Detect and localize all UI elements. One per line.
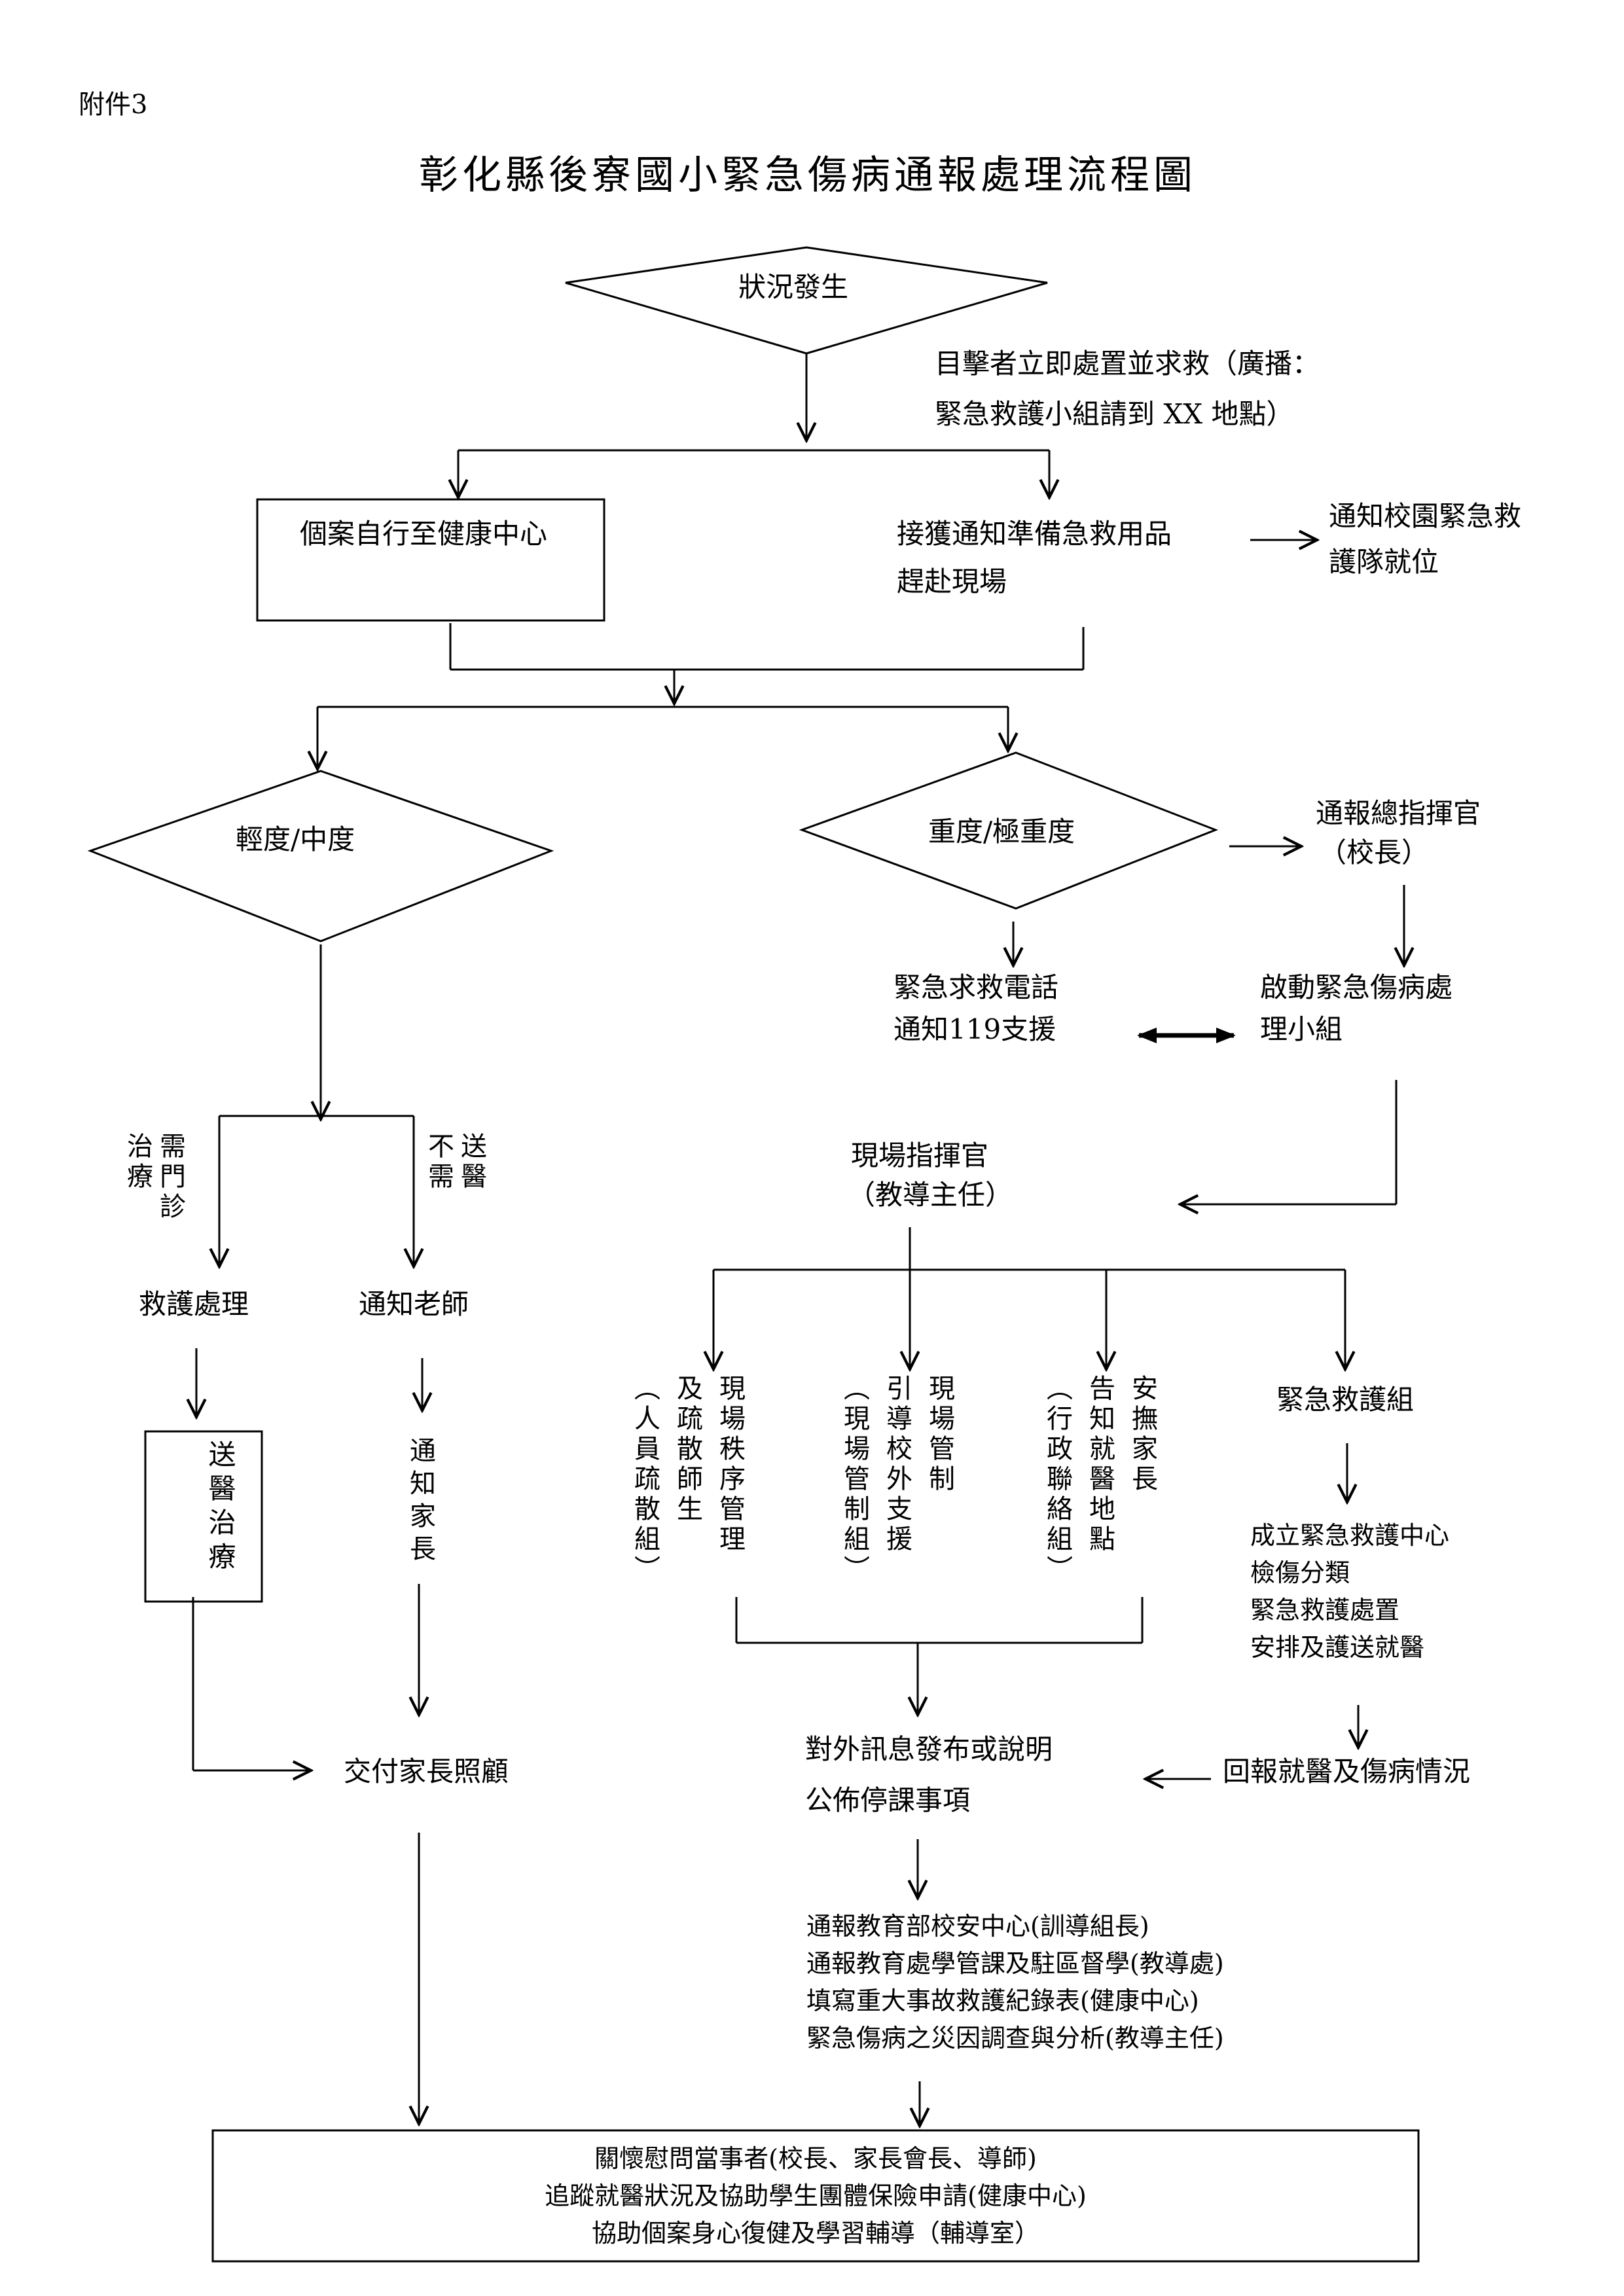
activate-line2: 理小組 (1260, 1013, 1343, 1045)
prepare-text-line2: 趕赴現場 (897, 565, 1007, 598)
group3-col1: 安撫家長 (1127, 1374, 1157, 1495)
first-aid-label: 救護處理 (139, 1288, 249, 1320)
send-hospital-label: 送醫治療 (204, 1440, 236, 1576)
group2-col3: ︵現場管制組︶ (839, 1374, 869, 1585)
followup-text: 關懷慰問當事者(校長、家長會長、導師) 追蹤就醫狀況及協助學生團體保險申請(健康… (545, 2144, 1087, 2248)
self-to-health-box (256, 498, 605, 622)
announce-line2: 公佈停課事項 (805, 1784, 971, 1816)
site-commander-line1: 現場指揮官 (851, 1139, 989, 1172)
reports-list: 通報教育部校安中心(訓導組長) 通報教育處學管課及駐區督學(教導處) 填寫重大事… (806, 1912, 1224, 2053)
witness-text-line2: 緊急救護小組請到 XX 地點） (935, 398, 1294, 430)
severe-label: 重度/極重度 (928, 816, 1075, 848)
notify-team-line2: 護隊就位 (1329, 546, 1439, 578)
group2-col1: 現場管制 (924, 1374, 954, 1495)
prepare-text-line1: 接獲通知準備急救用品 (897, 518, 1172, 550)
notify-team-line1: 通知校園緊急救 (1329, 500, 1522, 532)
start-label: 狀況發生 (738, 271, 849, 303)
commander-line2: （校長） (1319, 836, 1430, 869)
severe-diamond (799, 751, 1219, 910)
group3-col2: 告知就醫地點 (1085, 1374, 1115, 1555)
site-commander-line2: （教導主任） (848, 1179, 1013, 1211)
notify-parent-label: 通知家長 (405, 1437, 435, 1568)
no-hospital-col1: 不需 (424, 1132, 454, 1193)
activate-line1: 啟動緊急傷病處 (1260, 971, 1453, 1003)
group1-col3: ︵人員疏散組︶ (630, 1374, 660, 1585)
group1-col2: 及疏散師生 (672, 1374, 702, 1525)
no-hospital-col2: 送醫 (456, 1132, 486, 1193)
need-clinic-col2: 需門診 (155, 1132, 185, 1223)
mild-diamond (87, 770, 554, 942)
need-clinic-col1: 治療 (122, 1132, 153, 1193)
hand-over-label: 交付家長照顧 (344, 1755, 509, 1787)
witness-text-line1: 目擊者立即處置並求救（廣播： (935, 348, 1320, 380)
call-119-line1: 緊急求救電話 (893, 971, 1059, 1003)
rescue-tasks: 成立緊急救護中心 檢傷分類 緊急救護處置 安排及護送就醫 (1250, 1521, 1450, 1662)
followup-box (211, 2129, 1420, 2263)
rescue-group-label: 緊急救護組 (1276, 1384, 1415, 1416)
send-hospital-box (144, 1430, 263, 1603)
mild-label: 輕度/中度 (236, 823, 355, 855)
announce-line1: 對外訊息發布或說明 (805, 1733, 1053, 1765)
call-119-line2: 通知119支援 (893, 1013, 1056, 1045)
group2-col2: 引導校外支援 (882, 1374, 912, 1555)
commander-line1: 通報總指揮官 (1316, 797, 1481, 829)
group1-col1: 現場秩序管理 (715, 1374, 745, 1555)
attachment-label: 附件3 (79, 90, 148, 120)
group3-col3: ︵行政聯絡組︶ (1042, 1374, 1072, 1585)
notify-teacher-label: 通知老師 (359, 1288, 469, 1320)
page-title: 彰化縣後寮國小緊急傷病通報處理流程圖 (419, 152, 1197, 198)
self-to-health-label: 個案自行至健康中心 (300, 518, 548, 550)
report-back-label: 回報就醫及傷病情況 (1223, 1755, 1471, 1787)
